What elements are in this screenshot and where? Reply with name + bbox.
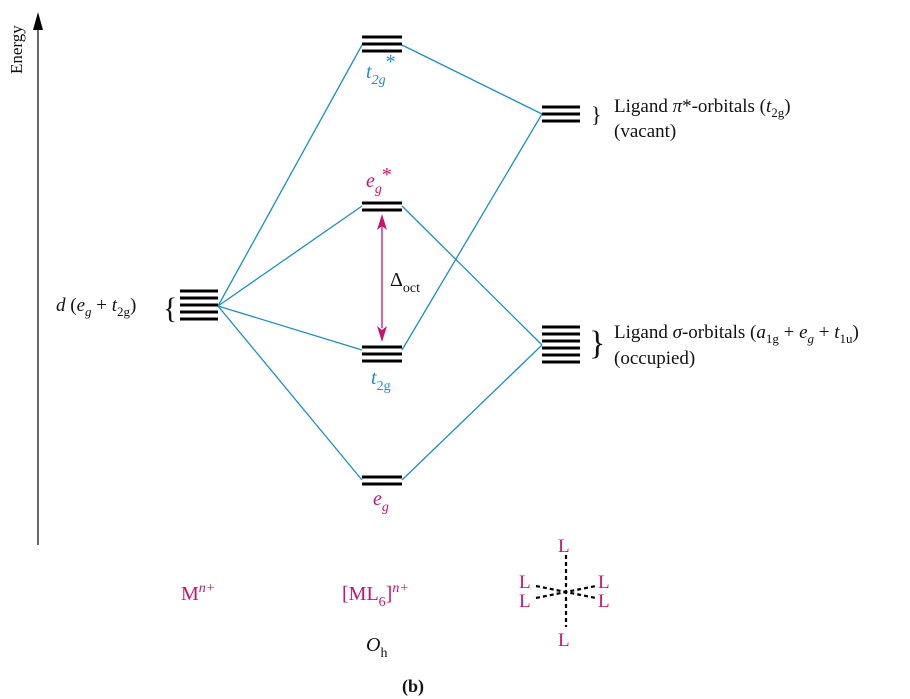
delta-oct-arrow xyxy=(377,214,387,342)
corr-egstar-ligsigma xyxy=(401,205,543,346)
ligand-pi-brace: } xyxy=(591,102,602,127)
eg-star-label: eg* xyxy=(366,164,392,197)
ligand-atom-upper-left: L xyxy=(519,572,531,593)
eg-label: eg xyxy=(373,488,389,515)
point-group-label: Oh xyxy=(366,634,387,661)
t2g-label: t2g xyxy=(371,367,391,394)
eg-levels xyxy=(362,475,402,486)
corr-t2gstar-ligpi xyxy=(401,44,543,115)
panel-label: (b) xyxy=(402,676,424,697)
correlation-lines xyxy=(217,44,543,481)
arrow-down-icon xyxy=(377,326,387,342)
ligand-sigma-brace: } xyxy=(589,325,605,362)
ligand-atom-upper-right: L xyxy=(598,572,610,593)
metal-brace: { xyxy=(163,292,177,325)
ligand-atom-top: L xyxy=(558,536,570,557)
delta-oct-label: Δoct xyxy=(390,269,420,296)
ligand-pi-label: Ligand π*-orbitals (t2g) xyxy=(614,96,791,120)
corr-t2g-ligpi xyxy=(401,113,543,351)
metal-d-label: d (eg + t2g) xyxy=(56,295,136,319)
corr-metal-t2g xyxy=(217,305,363,351)
ligand-sigma-status: (occupied) xyxy=(614,348,695,369)
energy-axis-label: Energy xyxy=(7,25,26,74)
corr-eg-ligsigma xyxy=(401,344,543,481)
arrow-up-icon xyxy=(377,214,387,230)
metal-ion-label: Mn+ xyxy=(181,581,215,605)
ligand-atom-lower-left: L xyxy=(519,591,531,612)
eg-star-levels xyxy=(362,201,402,212)
ligand-pi-status: (vacant) xyxy=(614,121,676,142)
ligand-atom-bottom: L xyxy=(558,630,570,651)
ligand-sigma-label: Ligand σ-orbitals (a1g + eg + t1u) xyxy=(614,322,859,346)
energy-axis-arrowhead-icon xyxy=(33,12,43,30)
t2g-star-levels xyxy=(362,35,402,53)
ligand-atom-lower-right: L xyxy=(598,591,610,612)
corr-metal-t2gstar xyxy=(217,44,363,307)
corr-metal-egstar xyxy=(217,205,363,307)
octahedral-geometry: L L L L L L xyxy=(519,536,610,651)
corr-metal-eg xyxy=(217,305,363,481)
complex-ion-label: [ML6]n+ xyxy=(342,581,409,610)
t2g-levels xyxy=(362,345,402,363)
t2g-star-label: t2g* xyxy=(366,51,396,88)
ligand-pi-levels xyxy=(542,105,580,123)
bond-equatorial xyxy=(535,584,597,600)
metal-d-levels xyxy=(180,289,218,321)
ligand-sigma-levels xyxy=(542,325,580,364)
energy-axis: Energy xyxy=(7,12,43,545)
